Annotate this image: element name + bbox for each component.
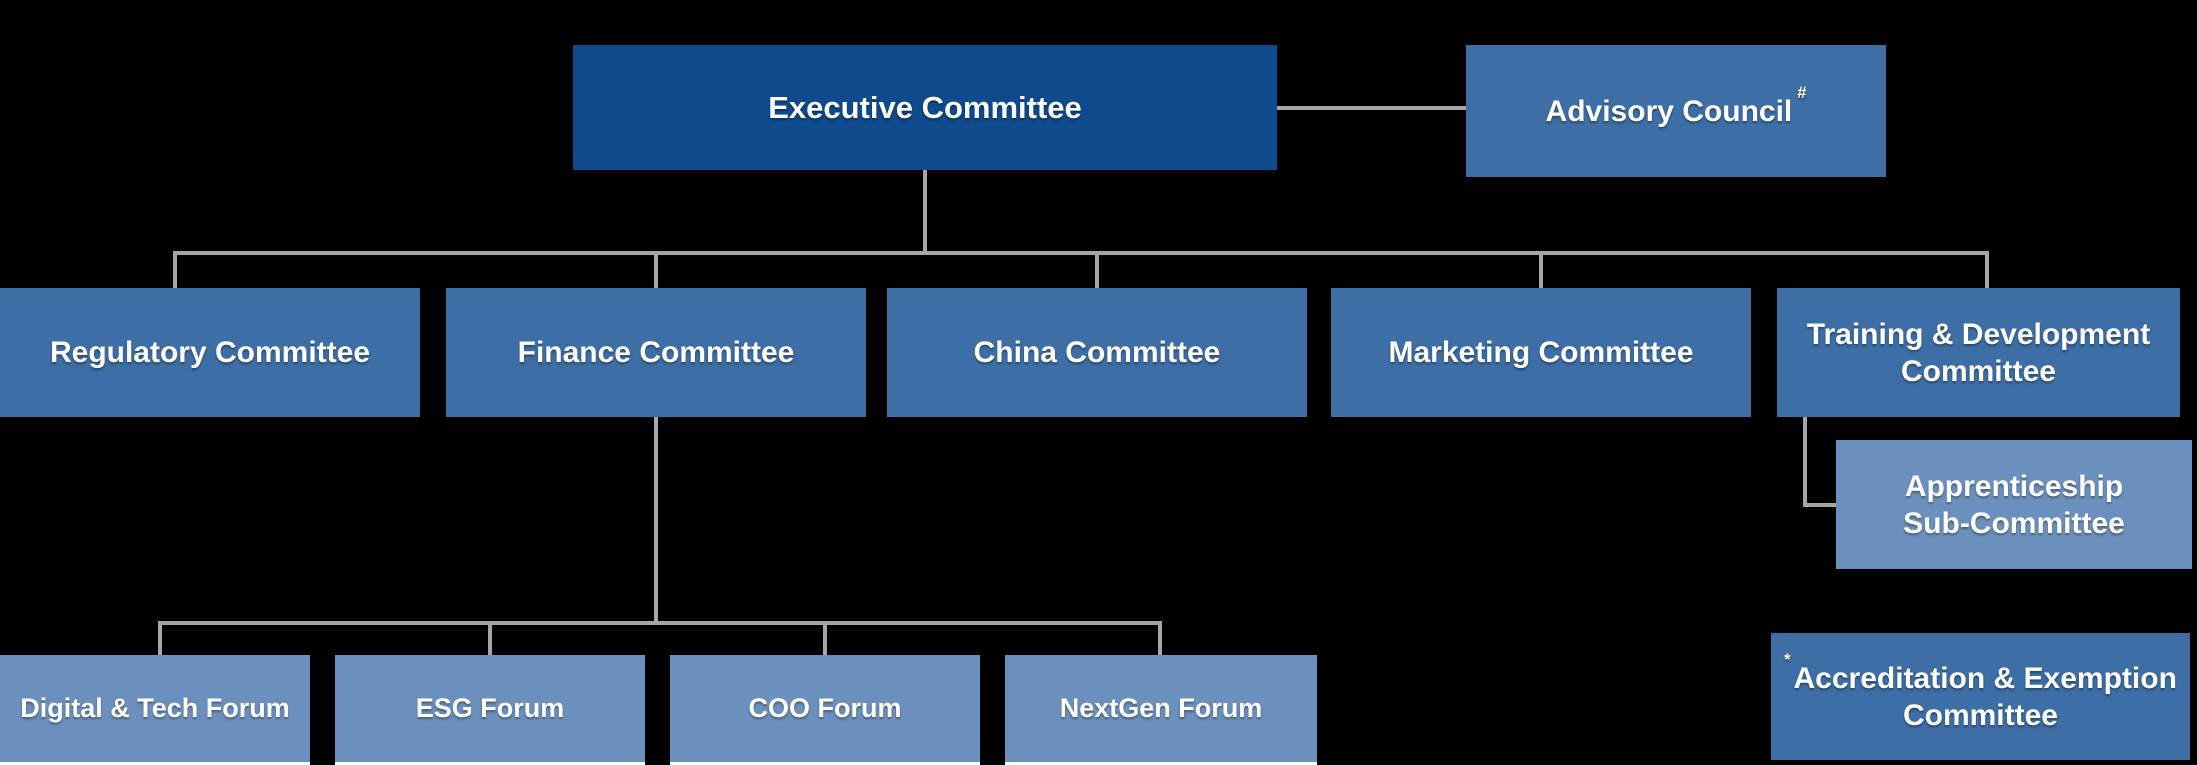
connector-drop-marketing <box>1539 251 1543 290</box>
node-accreditation-exemption-committee: *Accreditation & Exemption Committee <box>1771 633 2190 760</box>
node-coo-forum: COO Forum <box>670 655 980 762</box>
connector-exec-to-row2 <box>923 170 927 255</box>
connector-row2-horizontal <box>173 251 1989 255</box>
node-label: Marketing Committee <box>1388 336 1694 369</box>
node-label: *Accreditation & Exemption Committee <box>1784 650 2177 732</box>
connector-training-down <box>1803 417 1807 507</box>
node-training-development-committee: Training & Development Committee <box>1777 288 2180 417</box>
node-finance-committee: Finance Committee <box>446 288 866 417</box>
connector-exec-advisory <box>1277 106 1466 110</box>
connector-drop-regulatory <box>173 251 177 290</box>
node-china-committee: China Committee <box>887 288 1307 417</box>
node-label: Executive Committee <box>768 90 1082 125</box>
footnote-hash-mark: # <box>1797 83 1807 102</box>
connector-drop-finance <box>654 251 658 290</box>
node-nextgen-forum: NextGen Forum <box>1005 655 1317 762</box>
node-label: Apprenticeship Sub-Committee <box>1903 469 2125 540</box>
connector-drop-training <box>1985 251 1989 290</box>
connector-drop-esg <box>488 621 492 657</box>
page-edge-strip <box>335 762 645 765</box>
node-esg-forum: ESG Forum <box>335 655 645 762</box>
node-label: Finance Committee <box>517 336 795 369</box>
connector-forums-horizontal <box>158 621 1162 625</box>
connector-training-to-apprenticeship <box>1803 503 1836 507</box>
page-edge-strip <box>0 762 310 765</box>
node-executive-committee: Executive Committee <box>573 45 1277 170</box>
node-label: COO Forum <box>748 693 902 723</box>
connector-drop-coo <box>823 621 827 657</box>
node-label: Regulatory Committee <box>49 336 371 369</box>
node-label: NextGen Forum <box>1059 693 1263 723</box>
node-label: Digital & Tech Forum <box>20 693 290 723</box>
connector-finance-to-forums <box>654 417 658 625</box>
node-label: China Committee <box>973 336 1221 369</box>
node-advisory-council: Advisory Council# <box>1466 45 1886 177</box>
node-label: ESG Forum <box>415 693 565 723</box>
node-digital-tech-forum: Digital & Tech Forum <box>0 655 310 762</box>
node-label: Training & Development Committee <box>1806 317 2151 388</box>
footnote-asterisk-mark: * <box>1784 650 1791 669</box>
node-apprenticeship-sub-committee: Apprenticeship Sub-Committee <box>1836 440 2192 569</box>
connector-drop-china <box>1095 251 1099 290</box>
node-marketing-committee: Marketing Committee <box>1331 288 1751 417</box>
node-label: Advisory Council# <box>1545 83 1807 128</box>
page-edge-strip <box>670 762 980 765</box>
node-regulatory-committee: Regulatory Committee <box>0 288 420 417</box>
connector-drop-nextgen <box>1158 621 1162 657</box>
connector-drop-digital <box>158 621 162 657</box>
page-edge-strip <box>1005 762 1317 765</box>
